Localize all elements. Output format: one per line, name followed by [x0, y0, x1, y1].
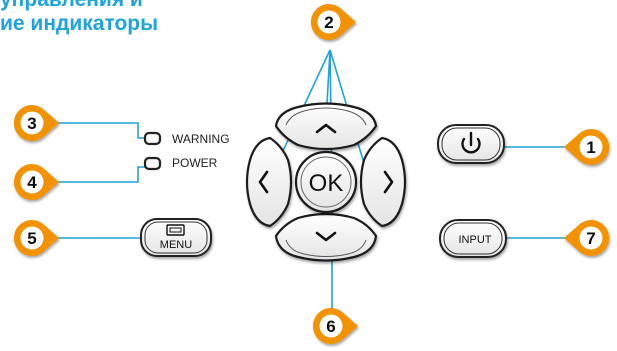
power-label: POWER: [172, 156, 218, 170]
power-indicator: POWER: [143, 156, 218, 171]
title-line-2: ие индикаторы: [0, 12, 159, 35]
input-label: INPUT: [459, 234, 492, 246]
callout-1: 1: [564, 129, 610, 165]
dpad-down-key[interactable]: [274, 212, 378, 262]
ok-button-inner-ring: [300, 156, 352, 208]
dpad-left-key[interactable]: [245, 136, 293, 228]
leader-line-3: [56, 122, 152, 139]
warning-led-icon: [143, 131, 162, 146]
callout-3: 3: [13, 104, 60, 141]
callout-number: 5: [27, 229, 36, 248]
ok-button[interactable]: [294, 150, 358, 214]
callout-number: 6: [326, 317, 335, 336]
menu-button[interactable]: [140, 218, 212, 257]
title-line-1: управления и: [0, 0, 143, 12]
input-button[interactable]: [439, 219, 507, 258]
warning-label: WARNING: [172, 132, 230, 146]
power-icon: [461, 131, 481, 154]
chevron-left-icon: [258, 170, 269, 194]
leader-line-4: [56, 166, 152, 183]
callout-number: 1: [586, 138, 595, 157]
callout-number: 2: [324, 13, 333, 32]
chevron-down-icon: [315, 231, 337, 242]
callout-number: 7: [586, 229, 595, 248]
dpad-right-key[interactable]: [359, 136, 407, 228]
callout-6: 6: [312, 308, 358, 344]
ok-label: OK: [309, 170, 344, 197]
callouts: 1 2 3 4 5 6 7: [13, 4, 610, 344]
power-led-icon: [143, 156, 162, 171]
chevron-up-icon: [315, 123, 337, 134]
callout-7: 7: [564, 220, 610, 256]
callout-4: 4: [13, 163, 59, 200]
callout-2: 2: [310, 4, 356, 41]
callout-5: 5: [13, 220, 60, 256]
menu-screen-icon: [166, 224, 185, 236]
dpad: [245, 102, 407, 262]
warning-indicator: WARNING: [143, 131, 230, 146]
callout-number: 4: [27, 173, 37, 192]
chevron-right-icon: [383, 170, 394, 194]
callout-number: 3: [27, 114, 36, 133]
menu-label: MENU: [160, 239, 192, 251]
